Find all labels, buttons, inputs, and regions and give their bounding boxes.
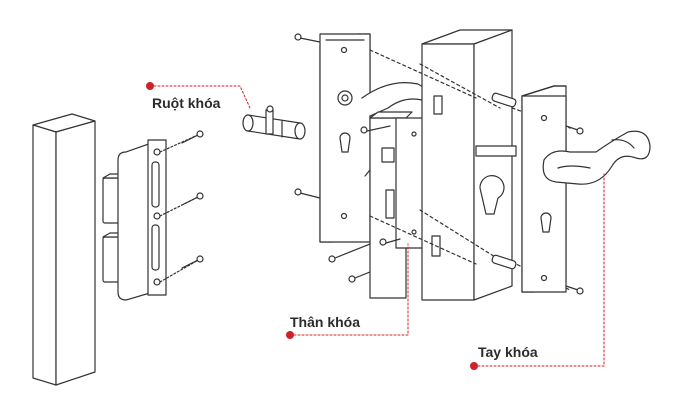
lever-handle <box>542 130 651 185</box>
leader-lines <box>149 85 605 367</box>
front-screws <box>565 125 584 295</box>
lock-body-label: Thân khóa <box>290 314 361 330</box>
back-plate <box>319 33 426 243</box>
strike-plate <box>102 139 167 301</box>
lock-cylinder <box>242 105 306 140</box>
lock-body-marker-dot <box>286 331 294 339</box>
cylinder-marker-dot <box>146 82 154 90</box>
strike-screw-icons <box>181 130 204 269</box>
long-screws <box>294 33 396 283</box>
cylinder-label: Ruột khóa <box>152 95 221 111</box>
handle-marker-dot <box>470 362 478 370</box>
handle-label: Tay khóa <box>478 344 538 360</box>
front-plate <box>521 85 567 293</box>
lock-body <box>360 111 441 299</box>
door-slab <box>369 29 571 301</box>
door-frame-post <box>32 113 96 386</box>
